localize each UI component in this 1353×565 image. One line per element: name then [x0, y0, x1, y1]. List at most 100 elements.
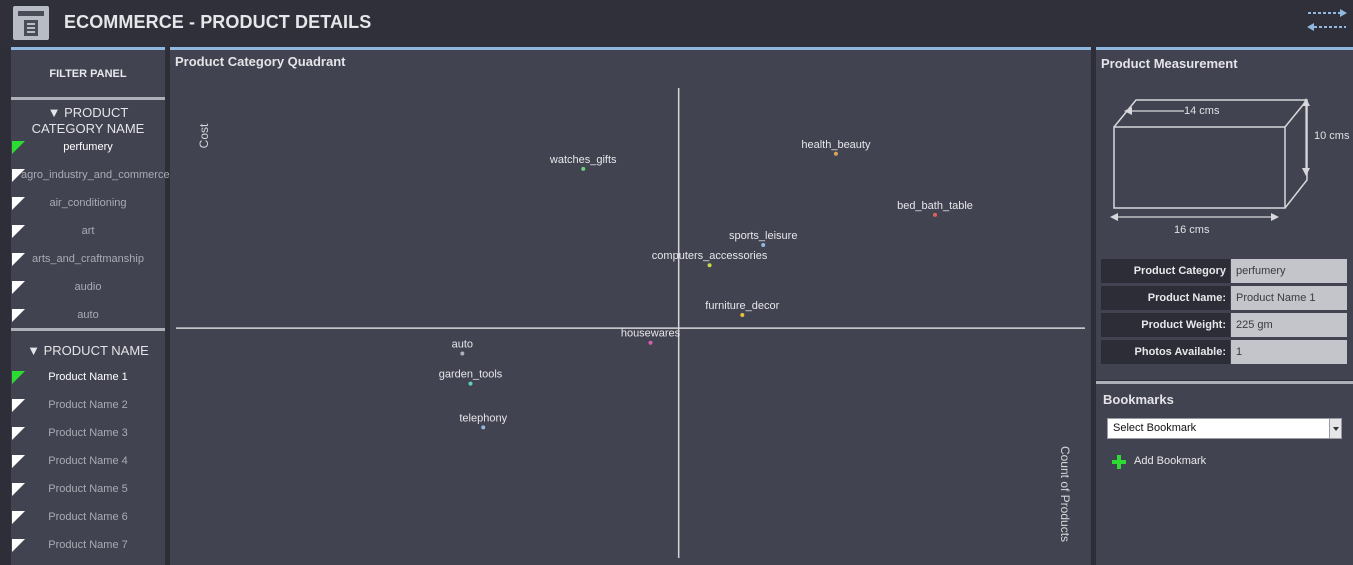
filter-separator	[11, 328, 165, 331]
point-label: computers_accessories	[652, 250, 768, 262]
product-filter-item[interactable]: Product Name 5	[11, 483, 165, 511]
unselected-marker-icon	[12, 539, 25, 552]
product-info-key: Product Name:	[1101, 286, 1230, 310]
measurement-accent-line	[1096, 47, 1353, 50]
product-info-value: 1	[1231, 340, 1347, 364]
scatter-point[interactable]	[707, 263, 712, 268]
filter-separator	[11, 97, 165, 100]
unselected-marker-icon	[12, 427, 25, 440]
unselected-marker-icon	[12, 225, 25, 238]
category-filter-item-label: perfumery	[63, 141, 113, 153]
category-filter-item[interactable]: agro_industry_and_commerce	[11, 169, 170, 197]
category-filter-item[interactable]: perfumery	[11, 141, 165, 169]
unselected-marker-icon	[12, 455, 25, 468]
product-filter-item-label: Product Name 6	[48, 511, 128, 523]
point-label: sports_leisure	[729, 230, 797, 242]
product-filter-item-label: Product Name 4	[48, 455, 128, 467]
scatter-point[interactable]	[460, 351, 465, 356]
product-info-key: Product Category Name:	[1101, 259, 1230, 301]
product-info-row: Product Name:Product Name 1	[1101, 286, 1347, 310]
category-filter-item-label: agro_industry_and_commerce	[21, 169, 170, 181]
scatter-point[interactable]	[740, 313, 745, 318]
unselected-marker-icon	[12, 169, 25, 182]
point-label: housewares	[621, 328, 681, 340]
unselected-marker-icon	[12, 197, 25, 210]
height-label: 10 cms	[1314, 130, 1350, 142]
category-filter-item-label: air_conditioning	[49, 197, 127, 209]
product-filter-item[interactable]: Product Name 6	[11, 511, 165, 539]
product-info-row: Photos Available:1	[1101, 340, 1347, 364]
unselected-marker-icon	[12, 281, 25, 294]
product-info-key: Product Weight:	[1101, 313, 1230, 337]
product-filter-item[interactable]: Product Name 3	[11, 427, 165, 455]
filter-panel: FILTER PANEL ▼ PRODUCT CATEGORY NAME per…	[11, 50, 170, 565]
add-bookmark-label: Add Bookmark	[1134, 455, 1207, 467]
point-label: health_beauty	[801, 139, 871, 151]
warehouse-icon	[13, 6, 49, 40]
point-label: furniture_decor	[705, 300, 779, 312]
scatter-point[interactable]	[468, 381, 473, 386]
product-filter-item-label: Product Name 2	[48, 399, 128, 411]
category-filter-heading[interactable]: ▼ PRODUCT CATEGORY NAME	[31, 105, 145, 136]
bookmarks-panel: Bookmarks Select Bookmark Add Bookmark	[1096, 384, 1353, 565]
quadrant-accent-line	[170, 47, 1091, 50]
product-filter-item[interactable]: Product Name 4	[11, 455, 165, 483]
product-filter-heading[interactable]: ▼ PRODUCT NAME	[27, 343, 149, 358]
product-info-key: Photos Available:	[1101, 340, 1230, 364]
category-filter-item-label: auto	[77, 309, 99, 321]
scatter-point[interactable]	[581, 166, 586, 171]
scatter-point[interactable]	[648, 340, 653, 345]
product-info-row: Product Weight:225 gm	[1101, 313, 1347, 337]
unselected-marker-icon	[12, 309, 25, 322]
y-axis-label: Cost	[197, 123, 211, 148]
selected-marker-icon	[12, 141, 25, 154]
category-filter-item[interactable]: audio	[11, 281, 165, 309]
scatter-point[interactable]	[833, 151, 838, 156]
category-filter-item[interactable]: auto	[11, 309, 165, 337]
unselected-marker-icon	[12, 253, 25, 266]
product-measurement-panel: Product Measurement 14 cms 10 cms 16 cms…	[1096, 50, 1353, 380]
point-label: auto	[452, 339, 473, 351]
app-title: ECOMMERCE - PRODUCT DETAILS	[64, 12, 372, 32]
bookmark-select[interactable]: Select Bookmark	[1107, 418, 1342, 439]
measurement-title: Product Measurement	[1101, 56, 1238, 71]
product-info-value: Product Name 1	[1231, 286, 1347, 310]
product-filter-item-label: Product Name 3	[48, 427, 128, 439]
scatter-point[interactable]	[761, 242, 766, 247]
point-label: watches_gifts	[549, 154, 617, 166]
category-filter-item-label: audio	[74, 281, 102, 293]
header-bar: ECOMMERCE - PRODUCT DETAILS	[0, 0, 1353, 47]
chevron-down-icon[interactable]	[1329, 419, 1341, 438]
x-axis-label: Count of Products	[1058, 446, 1072, 542]
product-filter-item[interactable]: Product Name 2	[11, 399, 165, 427]
scatter-point[interactable]	[481, 425, 486, 430]
category-filter-item[interactable]: air_conditioning	[11, 197, 165, 225]
bookmarks-title: Bookmarks	[1103, 392, 1174, 407]
product-filter-item[interactable]: Product Name 7	[11, 539, 165, 565]
product-filter-item-label: Product Name 1	[48, 371, 128, 383]
selected-marker-icon	[12, 371, 25, 384]
length-label: 16 cms	[1174, 224, 1210, 236]
bookmarks-separator	[1096, 381, 1353, 384]
filter-accent-line	[11, 47, 165, 50]
bookmark-select-value: Select Bookmark	[1113, 422, 1197, 434]
scatter-point[interactable]	[933, 212, 938, 217]
unselected-marker-icon	[12, 399, 25, 412]
depth-label: 14 cms	[1184, 105, 1220, 117]
point-label: garden_tools	[439, 369, 503, 381]
box-dimensions-diagram: 14 cms 10 cms 16 cms	[1110, 98, 1350, 236]
plus-icon	[1112, 455, 1126, 469]
product-filter-item-label: Product Name 5	[48, 483, 128, 495]
category-filter-item-label: arts_and_craftmanship	[32, 253, 144, 265]
product-filter-item-label: Product Name 7	[48, 539, 128, 551]
point-label: bed_bath_table	[897, 200, 973, 212]
swap-arrows-icon[interactable]	[1306, 6, 1348, 34]
category-filter-item-label: art	[81, 225, 95, 237]
category-filter-item[interactable]: art	[11, 225, 165, 253]
product-info-value: 225 gm	[1231, 313, 1347, 337]
product-info-value: perfumery	[1231, 259, 1347, 283]
product-filter-item[interactable]: Product Name 1	[11, 371, 165, 399]
category-filter-item[interactable]: arts_and_craftmanship	[11, 253, 165, 281]
